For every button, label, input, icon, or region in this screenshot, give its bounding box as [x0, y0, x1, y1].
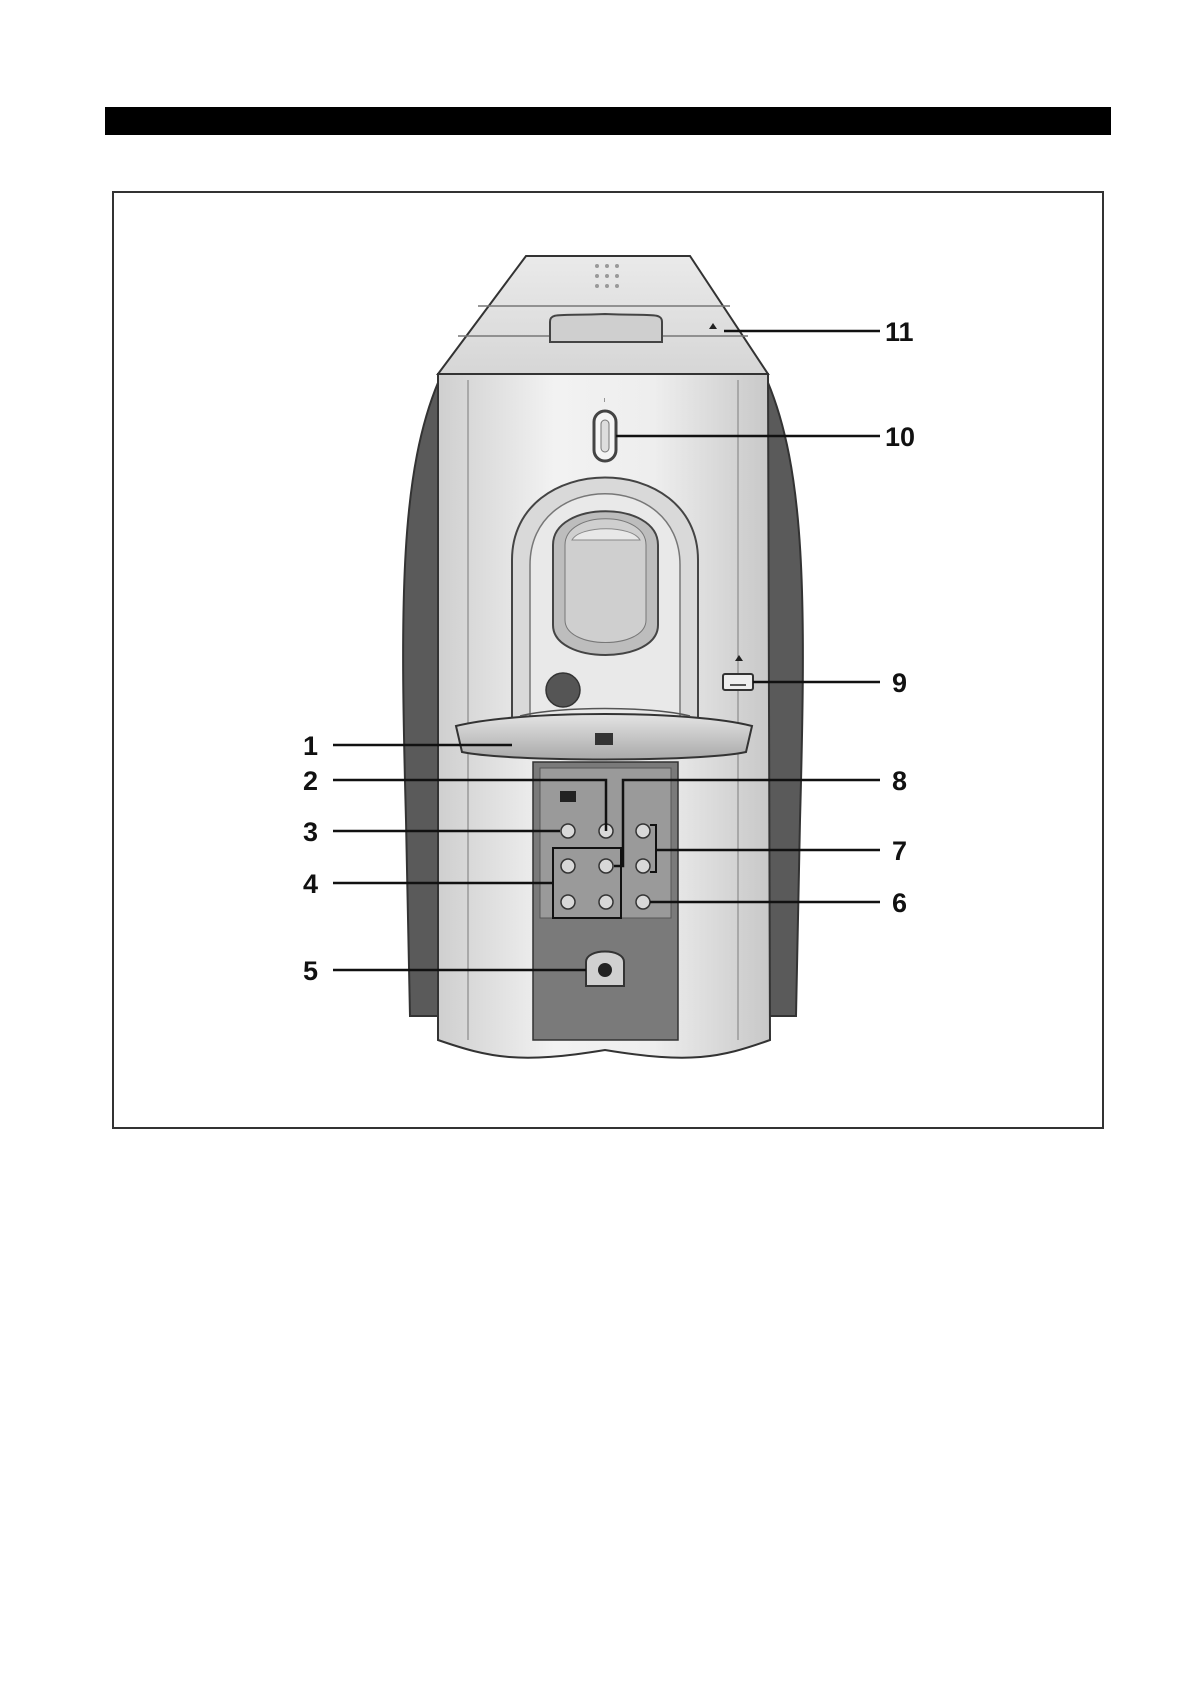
left-search-button — [561, 895, 575, 909]
cd-logo — [595, 733, 613, 745]
open-close-button — [723, 674, 753, 690]
callout-8: 8 — [892, 766, 907, 796]
callout-10: 10 — [885, 422, 915, 452]
callout-6: 6 — [892, 888, 907, 918]
remote-sensor — [546, 673, 580, 707]
callout-9: 9 — [892, 668, 907, 698]
callout-5: 5 — [303, 956, 318, 986]
callout-7: 7 — [892, 836, 907, 866]
stop-button — [599, 859, 613, 873]
svg-text:I: I — [604, 398, 605, 404]
callout-4: 4 — [303, 869, 318, 899]
callout-3: 3 — [303, 817, 318, 847]
vol-up-button — [636, 824, 650, 838]
timer-button — [636, 895, 650, 909]
callout-2: 2 — [303, 766, 318, 796]
callout-1: 1 — [303, 731, 318, 761]
panel-badge — [560, 791, 576, 802]
headphone-jack — [598, 963, 612, 977]
vol-down-button — [636, 859, 650, 873]
left-skip-button — [561, 859, 575, 873]
carry-handle — [550, 314, 662, 342]
function-button — [561, 824, 575, 838]
right-search-button — [599, 895, 613, 909]
callout-11: 11 — [885, 317, 914, 347]
